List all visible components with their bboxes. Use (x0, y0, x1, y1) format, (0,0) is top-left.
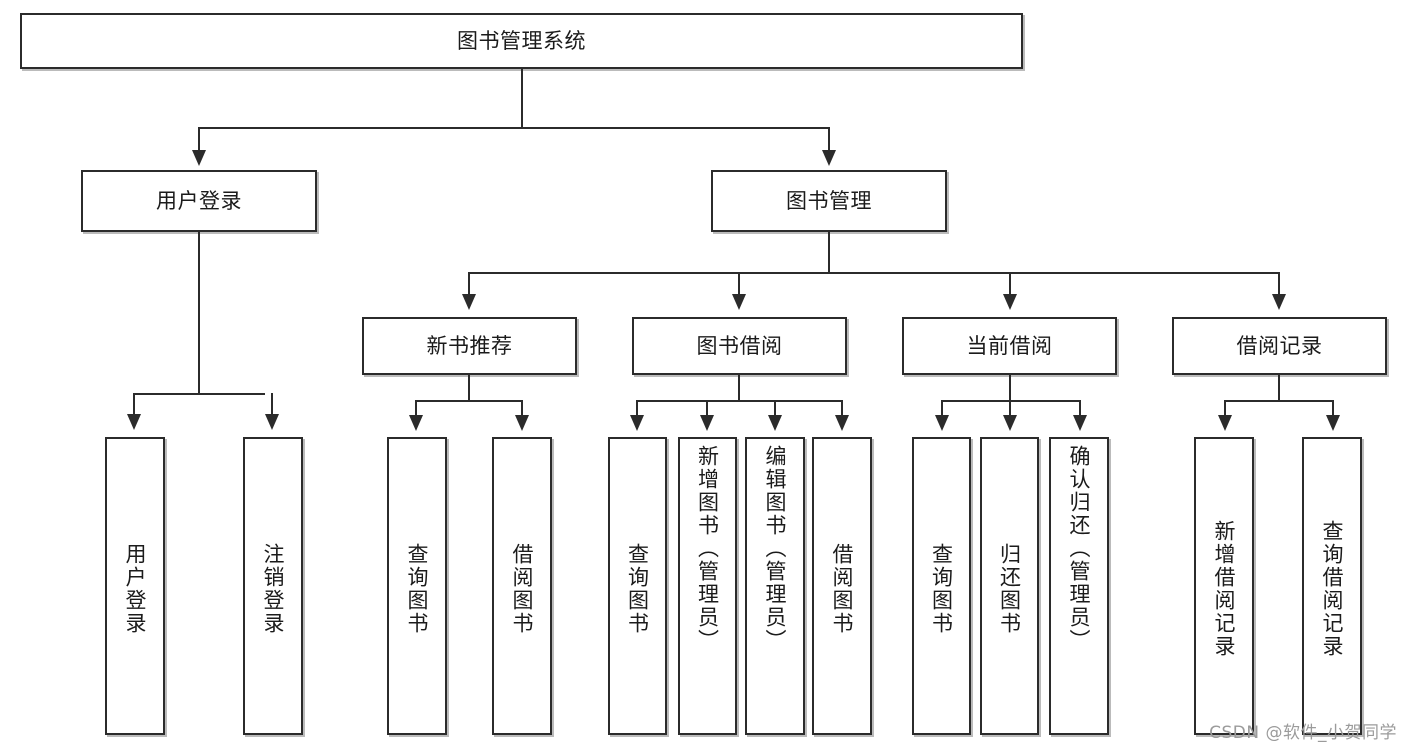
node-new-book-recommend[interactable]: 新书推荐 (362, 317, 577, 375)
node-label: 当前借阅 (966, 333, 1053, 358)
node-label: 查询借阅记录 (1320, 520, 1345, 658)
node-book-borrow[interactable]: 图书借阅 (632, 317, 847, 375)
leaf-record-add[interactable]: 新增借阅记录 (1194, 437, 1254, 735)
leaf-logout[interactable]: 注销登录 (243, 437, 303, 735)
connector-current-borrow-stem (1009, 375, 1011, 401)
node-user-login[interactable]: 用户登录 (81, 170, 317, 232)
connector-user-login-right-drop (271, 393, 273, 415)
connector-current-borrow-drop-1 (941, 400, 943, 416)
arrow-new-book-leaf-1 (409, 415, 423, 431)
arrow-to-current-borrow (1003, 294, 1017, 310)
connector-book-manage-bus (468, 272, 1280, 274)
connector-root-bus (198, 127, 830, 129)
connector-root-to-user-login (198, 127, 200, 151)
arrow-current-borrow-leaf-2 (1003, 415, 1017, 431)
arrow-root-to-book-manage (822, 150, 836, 166)
arrow-book-borrow-leaf-3 (768, 415, 782, 431)
connector-user-login-stem (198, 232, 200, 394)
node-label: 用户登录 (123, 543, 148, 635)
arrow-to-book-borrow (732, 294, 746, 310)
connector-book-borrow-bus (636, 400, 842, 402)
connector-to-borrow-record (1278, 272, 1280, 295)
node-label: 借阅图书 (510, 543, 535, 635)
connector-book-manage-stem (828, 232, 830, 273)
node-label: 图书借阅 (696, 333, 783, 358)
connector-user-login-left-drop (133, 393, 135, 415)
arrow-book-borrow-leaf-4 (835, 415, 849, 431)
leaf-borrow-query-book[interactable]: 查询图书 (608, 437, 667, 735)
connector-current-borrow-drop-3 (1079, 400, 1081, 416)
node-label: 查询图书 (405, 543, 430, 635)
leaf-borrow-borrow-book[interactable]: 借阅图书 (812, 437, 872, 735)
node-borrow-record[interactable]: 借阅记录 (1172, 317, 1387, 375)
connector-current-borrow-drop-2 (1009, 400, 1011, 416)
watermark-text: CSDN @软件_小贺同学 (1209, 723, 1397, 743)
leaf-borrow-edit-book[interactable]: 编辑图书（管理员） (745, 437, 805, 735)
connector-new-book-drop-2 (521, 400, 523, 416)
arrow-to-borrow-record (1272, 294, 1286, 310)
connector-to-current-borrow (1009, 272, 1011, 295)
connector-borrow-record-drop-2 (1332, 400, 1334, 416)
leaf-current-confirm-return[interactable]: 确认归还（管理员） (1049, 437, 1109, 735)
connector-book-borrow-drop-4 (841, 400, 843, 416)
arrow-book-borrow-leaf-2 (700, 415, 714, 431)
leaf-current-return-book[interactable]: 归还图书 (980, 437, 1039, 735)
connector-book-borrow-drop-2 (706, 400, 708, 416)
node-label: 归还图书 (997, 543, 1022, 635)
leaf-new-book-query[interactable]: 查询图书 (387, 437, 447, 735)
node-label: 借阅图书 (830, 543, 855, 635)
connector-to-book-borrow (738, 272, 740, 295)
leaf-record-query[interactable]: 查询借阅记录 (1302, 437, 1362, 735)
connector-borrow-record-bus (1224, 400, 1334, 402)
node-root-system[interactable]: 图书管理系统 (20, 13, 1023, 69)
node-book-management[interactable]: 图书管理 (711, 170, 947, 232)
node-label: 确认归还（管理员） (1067, 445, 1092, 652)
connector-book-borrow-drop-1 (636, 400, 638, 416)
node-label: 新增图书（管理员） (695, 445, 720, 652)
leaf-user-login[interactable]: 用户登录 (105, 437, 165, 735)
arrow-borrow-record-leaf-2 (1326, 415, 1340, 431)
connector-book-borrow-drop-3 (774, 400, 776, 416)
arrow-new-book-leaf-2 (515, 415, 529, 431)
connector-book-borrow-stem (738, 375, 740, 401)
node-current-borrow[interactable]: 当前借阅 (902, 317, 1117, 375)
arrow-to-new-book (462, 294, 476, 310)
leaf-new-book-borrow[interactable]: 借阅图书 (492, 437, 552, 735)
arrow-to-leaf-user-login (127, 414, 141, 430)
connector-new-book-stem (468, 375, 470, 401)
node-label: 新书推荐 (426, 333, 513, 358)
node-label: 图书管理 (786, 188, 872, 213)
node-label: 查询图书 (625, 543, 650, 635)
connector-borrow-record-drop-1 (1224, 400, 1226, 416)
node-label: 注销登录 (261, 543, 286, 635)
node-label: 新增借阅记录 (1212, 520, 1237, 658)
arrow-book-borrow-leaf-1 (630, 415, 644, 431)
arrow-borrow-record-leaf-1 (1218, 415, 1232, 431)
leaf-current-query-book[interactable]: 查询图书 (912, 437, 971, 735)
connector-new-book-drop-1 (415, 400, 417, 416)
connector-user-login-bus (133, 393, 265, 395)
connector-borrow-record-stem (1278, 375, 1280, 401)
node-label: 编辑图书（管理员） (763, 445, 788, 652)
leaf-borrow-add-book[interactable]: 新增图书（管理员） (678, 437, 737, 735)
arrow-current-borrow-leaf-3 (1073, 415, 1087, 431)
node-label: 借阅记录 (1236, 333, 1323, 358)
node-label: 图书管理系统 (457, 28, 586, 53)
connector-new-book-bus (415, 400, 523, 402)
node-label: 用户登录 (156, 188, 242, 213)
connector-root-stem (521, 69, 523, 128)
connector-root-to-book-manage (828, 127, 830, 151)
connector-current-borrow-bus (941, 400, 1081, 402)
arrow-current-borrow-leaf-1 (935, 415, 949, 431)
connector-to-new-book (468, 272, 470, 295)
arrow-to-leaf-logout (265, 414, 279, 430)
arrow-root-to-user-login (192, 150, 206, 166)
node-label: 查询图书 (929, 543, 954, 635)
